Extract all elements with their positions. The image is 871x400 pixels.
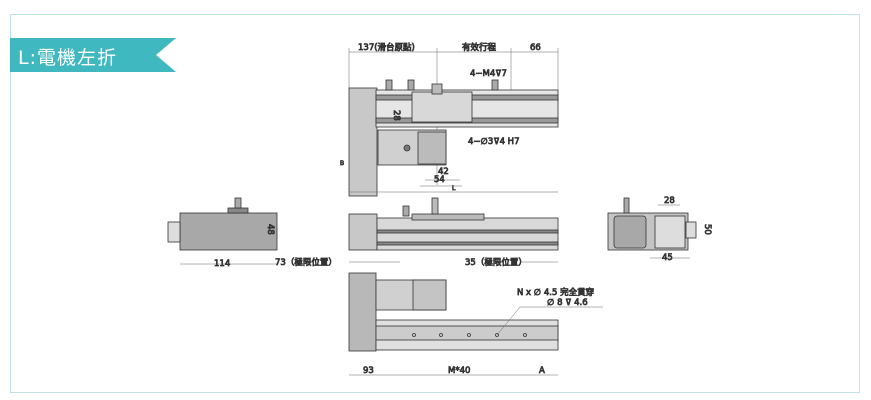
top-view: 137(滑台原點) 有效行程 66 4−M4⊽7 4−∅3⊽4 H7 28 42…: [340, 42, 559, 197]
content-frame: [10, 14, 860, 393]
dim-35: 35（極限位置）: [465, 257, 527, 268]
dim-L: L: [452, 185, 456, 192]
dim-b: B: [340, 160, 344, 167]
dim-54: 54: [434, 175, 445, 185]
note-cbore: ∅ 8 ⊽ 4.6: [547, 298, 588, 308]
dim-93: 93: [363, 366, 374, 376]
side-dim-45: 45: [662, 253, 673, 263]
dim-slider-origin: 137(滑台原點): [358, 42, 415, 53]
dim-A: A: [539, 366, 545, 376]
note-pin: 4−∅3⊽4 H7: [468, 137, 519, 147]
note-tap: 4−M4⊽7: [470, 69, 507, 79]
dim-end: 66: [530, 43, 541, 53]
dim-pitch: M*40: [448, 366, 470, 376]
dim-stroke: 有效行程: [462, 42, 497, 53]
section-title: L:電機左折: [18, 47, 117, 69]
bottom-view: 93 M*40 A N x ∅ 4.5 完全貫穿 ∅ 8 ⊽ 4.6: [348, 272, 603, 376]
dim-48: 48: [265, 224, 275, 235]
side-dim-50: 50: [702, 224, 712, 235]
dim-73: 73（極限位置）: [275, 257, 337, 268]
dim-114: 114: [214, 259, 230, 269]
dim-28: 28: [391, 110, 401, 121]
note-holes: N x ∅ 4.5 完全貫穿: [517, 287, 594, 298]
side-dim-28: 28: [664, 196, 675, 206]
middle-views: L 114 48 73（極限位置） 35（極限位置） 28 50 45: [167, 185, 712, 269]
dim-42: 42: [438, 167, 449, 177]
section-banner: L:電機左折: [10, 38, 176, 72]
